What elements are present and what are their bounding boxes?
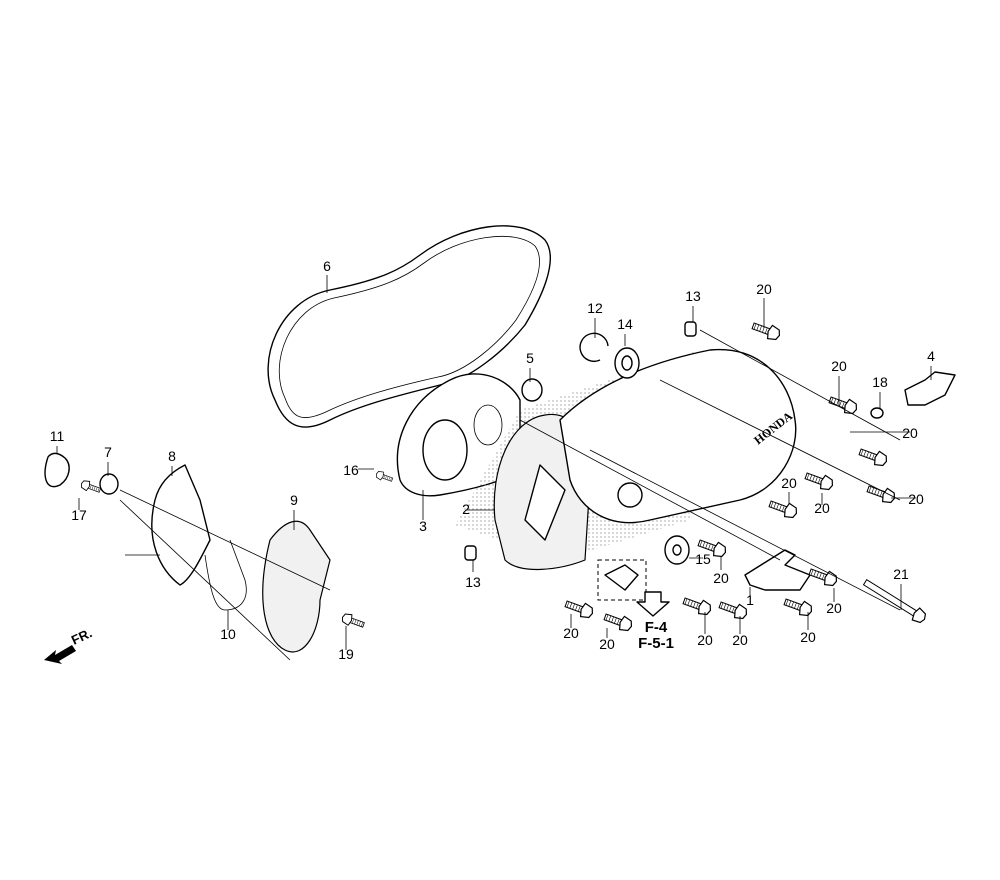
- bolt-20: [750, 318, 783, 343]
- reference-f4[interactable]: F-4: [645, 619, 668, 636]
- screw-16: [374, 469, 394, 485]
- callout-5: 5: [526, 350, 534, 366]
- callout-16: 16: [343, 462, 359, 478]
- clip-18: [870, 407, 884, 419]
- callout-20: 20: [563, 625, 579, 641]
- bolt-20: [767, 496, 800, 521]
- screw-17: [79, 478, 102, 496]
- callout-20: 20: [826, 600, 842, 616]
- grommet-7: [99, 473, 119, 495]
- callout-20: 20: [902, 425, 918, 441]
- outer-cover-1: [559, 348, 797, 524]
- callout-1: 1: [746, 592, 754, 608]
- bolt-19: [340, 611, 366, 631]
- callout-20: 20: [599, 636, 615, 652]
- seal-11: [44, 452, 70, 488]
- callout-20: 20: [781, 475, 797, 491]
- callout-20: 20: [800, 629, 816, 645]
- bolt-20: [563, 596, 596, 621]
- dowel-13-bottom: [464, 545, 477, 561]
- bolt-20: [803, 468, 836, 493]
- bolt-21: [862, 578, 927, 624]
- ref-arrow-icon: [636, 591, 670, 617]
- callout-20: 20: [814, 500, 830, 516]
- cover-9: [262, 520, 331, 653]
- bolt-20: [865, 481, 898, 506]
- front-arrow-icon: [44, 645, 76, 664]
- callout-21: 21: [893, 566, 909, 582]
- callout-11: 11: [50, 428, 65, 444]
- svg-text:FR.: FR.: [69, 625, 94, 647]
- bearing-15: [664, 535, 690, 565]
- gasket-6: [267, 225, 551, 428]
- callout-20: 20: [732, 632, 748, 648]
- callout-6: 6: [323, 258, 331, 274]
- ref-part-box: [597, 559, 647, 601]
- callout-15: 15: [695, 551, 711, 567]
- callout-20: 20: [697, 632, 713, 648]
- callout-20: 20: [908, 491, 924, 507]
- callout-19: 19: [338, 646, 354, 662]
- callout-3: 3: [419, 518, 427, 534]
- callout-20: 20: [713, 570, 729, 586]
- callout-13: 13: [685, 288, 701, 304]
- reference-f5-1[interactable]: F-5-1: [638, 635, 674, 652]
- duct-4: [904, 371, 956, 406]
- callout-12: 12: [587, 300, 603, 316]
- callout-20: 20: [756, 281, 772, 297]
- circlip-12: [579, 332, 609, 363]
- callout-20: 20: [831, 358, 847, 374]
- bolt-20: [827, 392, 860, 417]
- collar-5: [521, 378, 543, 402]
- bolt-20: [681, 593, 714, 618]
- bolt-20: [857, 444, 890, 469]
- bolt-20: [782, 594, 815, 619]
- callout-2: 2: [462, 501, 470, 517]
- bearing-14: [614, 347, 640, 379]
- bracket-1: [744, 549, 811, 591]
- callout-10: 10: [220, 626, 236, 642]
- dowel-13-top: [684, 321, 697, 337]
- callout-8: 8: [168, 448, 176, 464]
- callout-17: 17: [71, 507, 87, 523]
- callout-14: 14: [617, 316, 633, 332]
- callout-9: 9: [290, 492, 298, 508]
- callout-7: 7: [104, 444, 112, 460]
- callout-4: 4: [927, 348, 935, 364]
- bolt-20: [807, 564, 840, 589]
- callout-18: 18: [872, 374, 888, 390]
- seal-10: [204, 539, 247, 611]
- front-direction-indicator: FR.: [44, 625, 94, 664]
- callout-13: 13: [465, 574, 481, 590]
- bolt-20: [717, 597, 750, 622]
- cover-8: [151, 464, 211, 586]
